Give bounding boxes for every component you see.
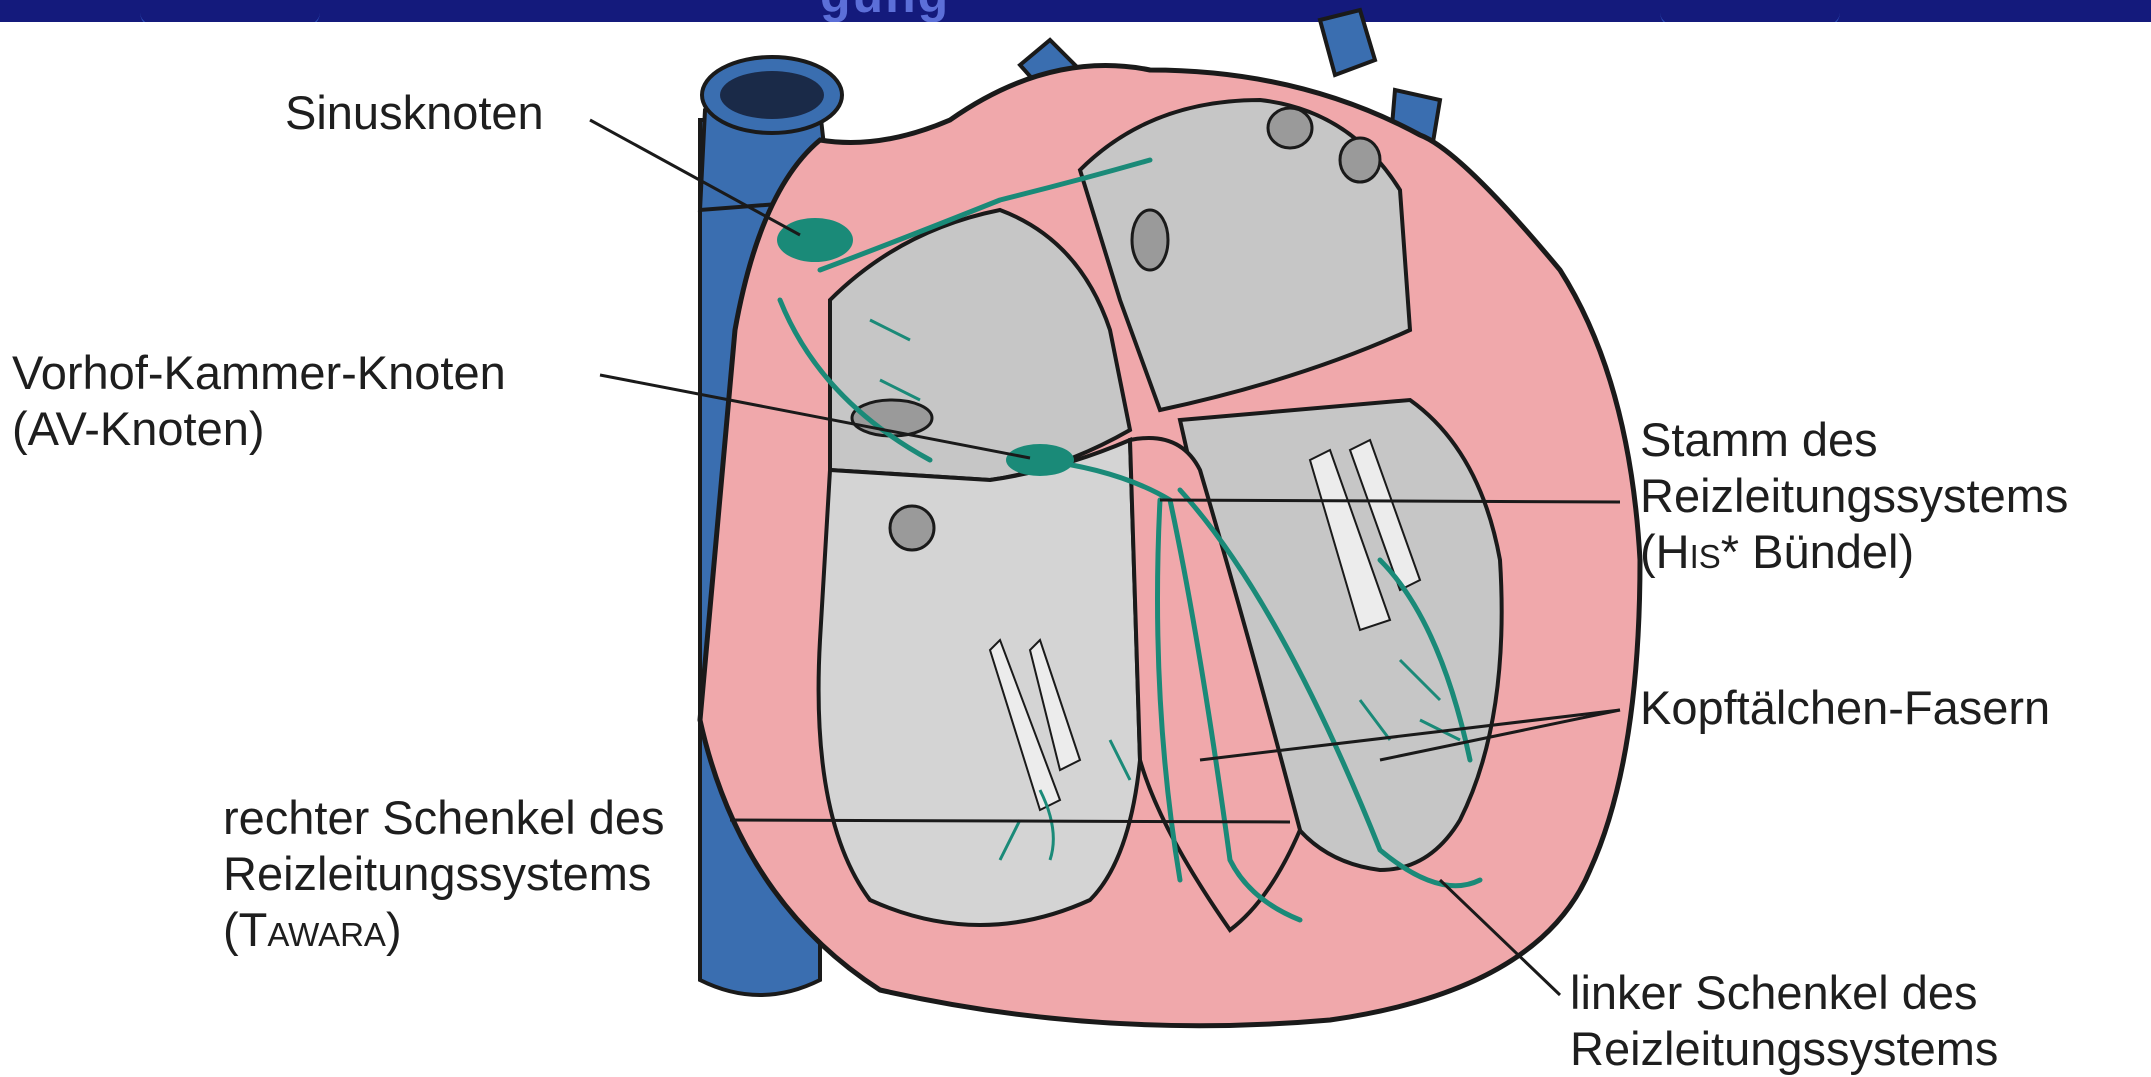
leader-right [730, 820, 1290, 822]
label-right-bundle: rechter Schenkel des Reizleitungssystems… [223, 790, 665, 958]
label-his-bundle: Stamm des Reizleitungssystems (His* Bünd… [1640, 412, 2068, 580]
vena-cava-opening [702, 57, 842, 133]
label-sinus-node: Sinusknoten [285, 85, 544, 141]
right-ventricle [819, 440, 1140, 925]
leader-his [1160, 500, 1620, 502]
label-av-node: Vorhof-Kammer-Knoten (AV-Knoten) [12, 345, 506, 457]
sinus-node [777, 218, 853, 262]
label-left-bundle: linker Schenkel des Reizleitungssystems [1570, 965, 1998, 1077]
label-purkinje-fibers: Kopftälchen-Fasern [1640, 680, 2050, 736]
av-node [1006, 444, 1074, 476]
